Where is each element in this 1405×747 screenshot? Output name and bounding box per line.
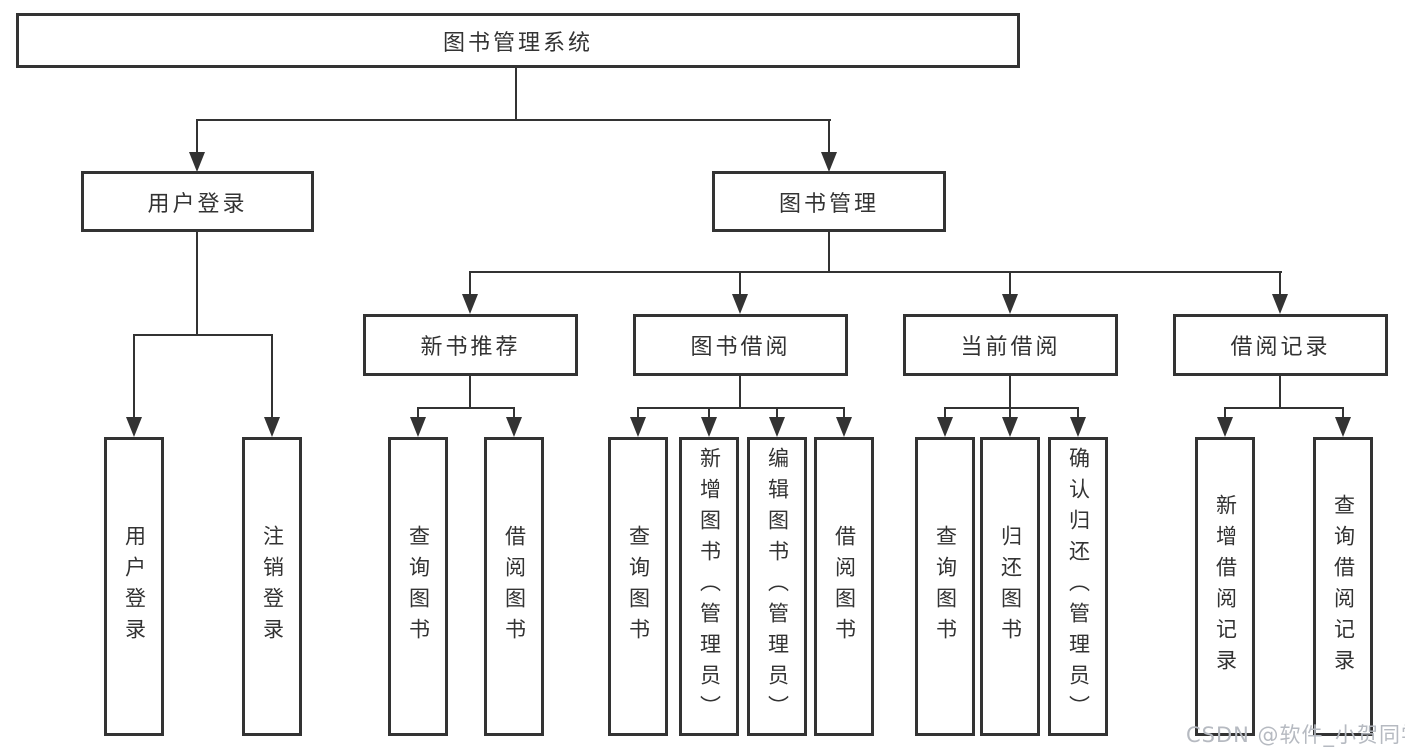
csdn-watermark: CSDN @软件_小贺同学 bbox=[1186, 723, 1405, 747]
connector-line bbox=[637, 407, 639, 419]
arrow-down-icon bbox=[1335, 417, 1351, 437]
node-current-borrow: 当前借阅 bbox=[903, 314, 1118, 376]
arrow-down-icon bbox=[1272, 294, 1288, 314]
leaf-label: 借阅图书 bbox=[832, 524, 857, 649]
arrow-down-icon bbox=[1002, 294, 1018, 314]
connector-line bbox=[1342, 407, 1344, 419]
arrow-down-icon bbox=[189, 152, 205, 172]
leaf-current-return-books: 归还图书 bbox=[980, 437, 1040, 736]
connector-line bbox=[469, 271, 1282, 273]
arrow-down-icon bbox=[732, 294, 748, 314]
leaf-label: 查询图书 bbox=[626, 524, 651, 649]
arrow-down-icon bbox=[506, 417, 522, 437]
connector-line bbox=[417, 407, 419, 419]
leaf-records-query-record: 查询借阅记录 bbox=[1313, 437, 1373, 736]
connector-line bbox=[515, 68, 517, 121]
connector-line bbox=[1224, 407, 1344, 409]
node-user-login-label: 用户登录 bbox=[147, 191, 248, 217]
connector-line bbox=[828, 232, 830, 273]
leaf-label: 新增图书（管理员） bbox=[697, 447, 722, 726]
arrow-down-icon bbox=[1070, 417, 1086, 437]
connector-line bbox=[776, 407, 778, 419]
leaf-borrow-add-books-admin: 新增图书（管理员） bbox=[679, 437, 739, 736]
node-root-label: 图书管理系统 bbox=[442, 30, 593, 56]
leaf-user-login: 用户登录 bbox=[104, 437, 164, 736]
leaf-borrow-borrow-books: 借阅图书 bbox=[814, 437, 874, 736]
node-current-borrow-label: 当前借阅 bbox=[960, 335, 1061, 360]
connector-line bbox=[739, 271, 741, 296]
connector-line bbox=[1009, 407, 1011, 419]
arrow-down-icon bbox=[836, 417, 852, 437]
connector-line bbox=[271, 334, 273, 419]
node-borrow-records: 借阅记录 bbox=[1173, 314, 1388, 376]
node-book-management: 图书管理 bbox=[712, 171, 946, 232]
node-new-book-recommend: 新书推荐 bbox=[363, 314, 578, 376]
connector-line bbox=[843, 407, 845, 419]
leaf-current-query-books: 查询图书 bbox=[915, 437, 975, 736]
connector-line bbox=[417, 407, 515, 409]
arrow-down-icon bbox=[1217, 417, 1233, 437]
leaf-label: 用户登录 bbox=[122, 524, 147, 649]
node-user-login: 用户登录 bbox=[81, 171, 314, 232]
node-book-borrow: 图书借阅 bbox=[633, 314, 848, 376]
leaf-logout: 注销登录 bbox=[242, 437, 302, 736]
node-root: 图书管理系统 bbox=[16, 13, 1020, 68]
arrow-down-icon bbox=[1002, 417, 1018, 437]
connector-line bbox=[196, 119, 198, 154]
arrow-down-icon bbox=[821, 152, 837, 172]
leaf-label: 查询图书 bbox=[406, 524, 431, 649]
leaf-label: 查询借阅记录 bbox=[1331, 493, 1356, 680]
connector-line bbox=[1077, 407, 1079, 419]
connector-line bbox=[1009, 376, 1011, 409]
connector-line bbox=[637, 407, 845, 409]
connector-line bbox=[944, 407, 946, 419]
arrow-down-icon bbox=[937, 417, 953, 437]
connector-line bbox=[1009, 271, 1011, 296]
arrow-down-icon bbox=[462, 294, 478, 314]
arrow-down-icon bbox=[701, 417, 717, 437]
connector-line bbox=[469, 271, 471, 296]
leaf-current-confirm-return-admin: 确认归还（管理员） bbox=[1048, 437, 1108, 736]
connector-line bbox=[513, 407, 515, 419]
connector-line bbox=[469, 376, 471, 409]
connector-line bbox=[739, 376, 741, 409]
connector-line bbox=[196, 232, 198, 336]
node-book-borrow-label: 图书借阅 bbox=[690, 335, 791, 360]
leaf-newbook-query-books: 查询图书 bbox=[388, 437, 448, 736]
node-new-book-recommend-label: 新书推荐 bbox=[420, 335, 521, 360]
connector-line bbox=[828, 119, 830, 154]
arrow-down-icon bbox=[769, 417, 785, 437]
arrow-down-icon bbox=[410, 417, 426, 437]
leaf-label: 查询图书 bbox=[933, 524, 958, 649]
arrow-down-icon bbox=[264, 417, 280, 437]
node-book-management-label: 图书管理 bbox=[778, 191, 879, 217]
connector-line bbox=[133, 334, 135, 419]
connector-line bbox=[1224, 407, 1226, 419]
node-borrow-records-label: 借阅记录 bbox=[1230, 335, 1331, 360]
leaf-label: 借阅图书 bbox=[502, 524, 527, 649]
leaf-borrow-query-books: 查询图书 bbox=[608, 437, 668, 736]
connector-line bbox=[196, 119, 831, 121]
connector-line bbox=[1279, 376, 1281, 409]
leaf-label: 编辑图书（管理员） bbox=[765, 447, 790, 726]
arrow-down-icon bbox=[126, 417, 142, 437]
leaf-label: 归还图书 bbox=[998, 524, 1023, 649]
connector-line bbox=[944, 407, 1079, 409]
leaf-borrow-edit-books-admin: 编辑图书（管理员） bbox=[747, 437, 807, 736]
leaf-label: 确认归还（管理员） bbox=[1066, 447, 1091, 726]
leaf-records-add-record: 新增借阅记录 bbox=[1195, 437, 1255, 736]
connector-line bbox=[133, 334, 273, 336]
leaf-newbook-borrow-books: 借阅图书 bbox=[484, 437, 544, 736]
arrow-down-icon bbox=[630, 417, 646, 437]
leaf-label: 新增借阅记录 bbox=[1213, 493, 1238, 680]
connector-line bbox=[1279, 271, 1281, 296]
connector-line bbox=[708, 407, 710, 419]
leaf-label: 注销登录 bbox=[260, 524, 285, 649]
